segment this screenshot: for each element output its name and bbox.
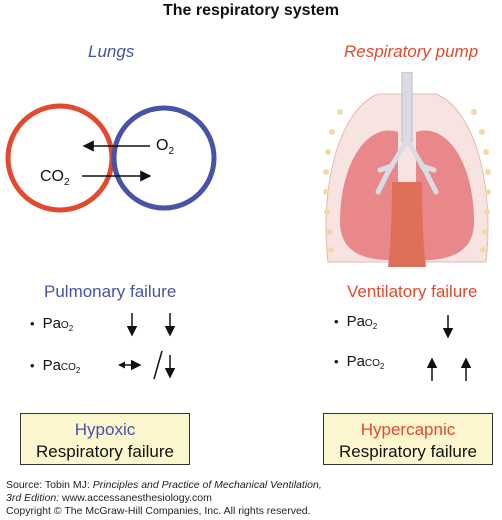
hypoxic-subtitle: Respiratory failure — [36, 442, 174, 461]
source-citation: Source: Tobin MJ: Principles and Practic… — [6, 479, 322, 517]
hypoxic-label: Hypoxic — [74, 420, 136, 439]
hypercapnic-box: Hypercapnic Respiratory failure — [323, 413, 493, 465]
co2-label: CO2 — [40, 168, 70, 189]
alveolus-circle — [5, 103, 115, 213]
pulmonary-failure-title: Pulmonary failure — [44, 282, 177, 301]
respiratory-pump-heading: Respiratory pump — [344, 42, 479, 61]
right-arrows — [426, 315, 472, 381]
hypoxic-box: Hypoxic Respiratory failure — [20, 413, 190, 465]
hypercapnic-subtitle: Respiratory failure — [339, 442, 477, 461]
lungs-heading: Lungs — [88, 42, 135, 61]
capillary-circle — [111, 105, 217, 211]
gas-exchange-diagram — [5, 103, 217, 213]
o2-label: O2 — [156, 137, 175, 158]
ventilatory-failure-title: Ventilatory failure — [347, 282, 478, 301]
diagram-title: The respiratory system — [162, 2, 340, 19]
hypercapnic-label: Hypercapnic — [360, 420, 456, 439]
left-arrows — [118, 313, 176, 380]
respiratory-pump-illustration — [323, 72, 491, 267]
